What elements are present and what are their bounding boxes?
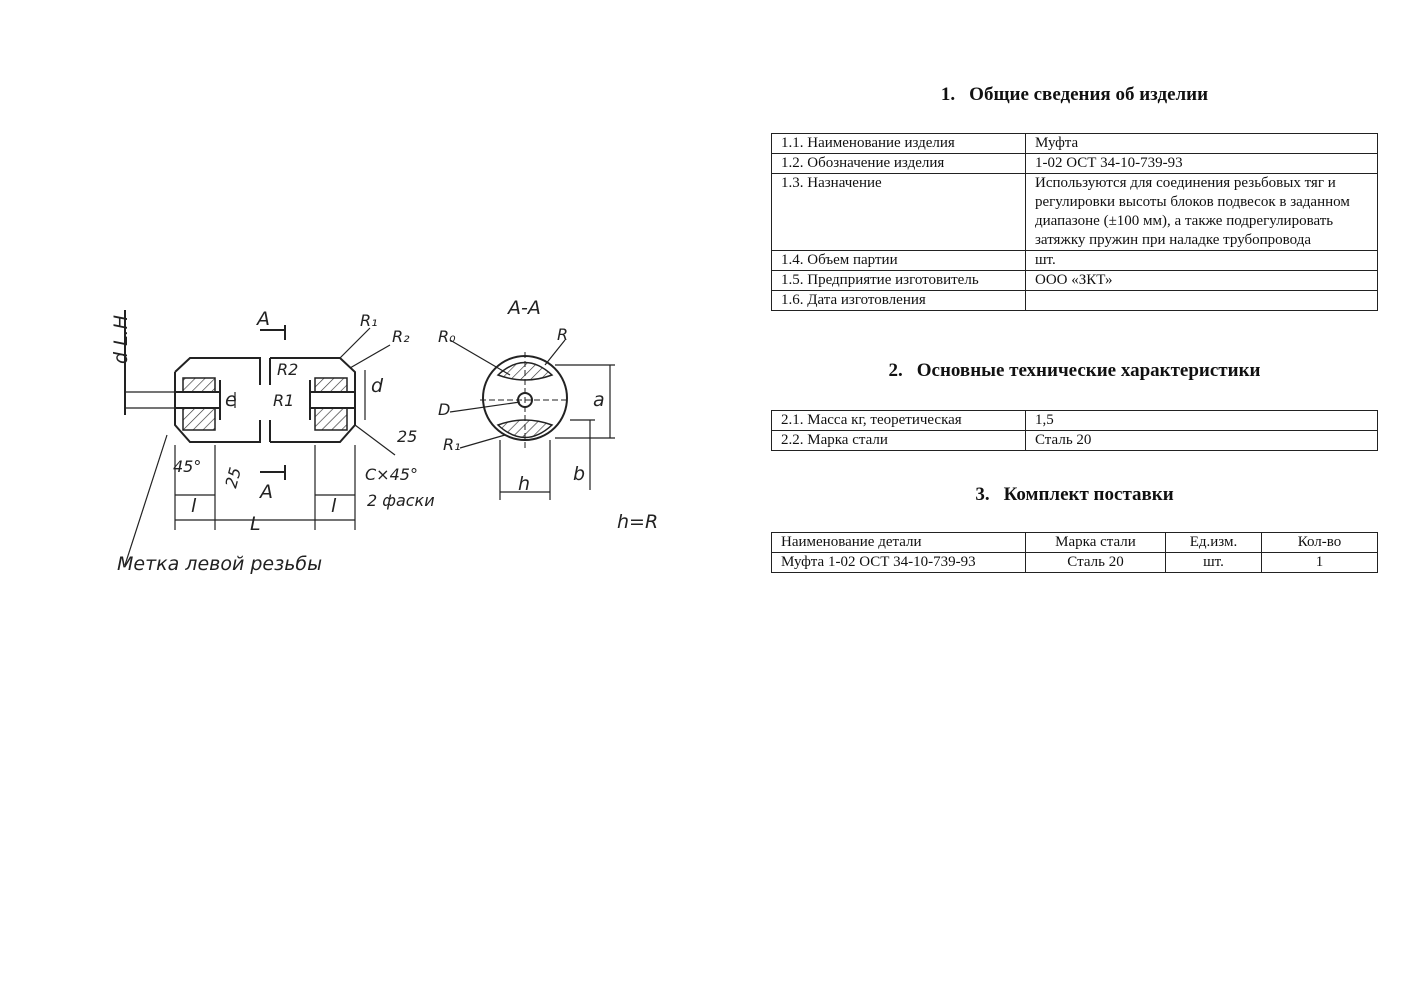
col-header-unit: Ед.изм. <box>1165 532 1262 553</box>
cell-steel-grade: Сталь 20 <box>1025 552 1166 573</box>
table-row: 1.4. Объем партии шт. <box>771 250 1378 271</box>
label-r2: R₂ <box>392 327 410 346</box>
row-label: 1.6. Дата изготовления <box>771 290 1026 311</box>
section3-title: 3. Комплект поставки <box>771 484 1378 506</box>
label-l-left: l <box>191 495 197 517</box>
label-e: e <box>225 389 237 411</box>
label-r1-inner: R1 <box>273 391 294 410</box>
section3-title-text: Комплект поставки <box>1003 484 1174 505</box>
table-row: 1.6. Дата изготовления <box>771 290 1378 311</box>
section3-number: 3. <box>975 484 990 505</box>
label-dim-25-right: 25 <box>397 427 417 446</box>
row-value: Используются для соединения резьбовых тя… <box>1025 173 1378 251</box>
table-header-row: Наименование детали Марка стали Ед.изм. … <box>771 532 1378 553</box>
section1-number: 1. <box>940 84 956 105</box>
section2-table: 2.1. Масса кг, теоретическая 1,5 2.2. Ма… <box>771 410 1378 451</box>
label-a: a <box>593 389 605 411</box>
row-value: 1,5 <box>1025 410 1378 431</box>
row-label: 1.3. Назначение <box>771 173 1026 251</box>
section2-title-text: Основные технические характеристики <box>916 360 1261 381</box>
col-header-quantity: Кол-во <box>1261 532 1378 553</box>
label-r0: R₀ <box>438 327 456 346</box>
table-row: 1.1. Наименование изделия Муфта <box>771 133 1378 154</box>
label-chamfer-count: 2 фаски <box>367 491 435 510</box>
section3-table: Наименование детали Марка стали Ед.изм. … <box>771 532 1378 573</box>
label-dim-25-left: 25 <box>221 465 245 490</box>
row-label: 1.4. Объем партии <box>771 250 1026 271</box>
label-b: b <box>573 463 585 485</box>
col-header-steel-grade: Марка стали <box>1025 532 1166 553</box>
row-value: шт. <box>1025 250 1378 271</box>
label-section-a-top: A <box>255 308 270 330</box>
label-angle-45: 45° <box>173 457 201 476</box>
section1-title: 1. Общие сведения об изделии <box>771 84 1378 106</box>
label-d: d <box>371 375 384 397</box>
row-label: 2.2. Марка стали <box>771 430 1026 451</box>
section1-title-text: Общие сведения об изделии <box>969 84 1209 105</box>
label-section-a-bottom: A <box>258 481 273 503</box>
technical-drawing: d L.H A A R₁ R₂ R2 R1 d e 45° 25 25 l l … <box>110 297 658 575</box>
table-row: Муфта 1-02 ОСТ 34-10-739-93 Сталь 20 шт.… <box>771 552 1378 573</box>
row-value: Муфта <box>1025 133 1378 154</box>
section2-title: 2. Основные технические характеристики <box>771 360 1378 382</box>
table-row: 1.2. Обозначение изделия 1-02 ОСТ 34-10-… <box>771 153 1378 174</box>
label-r2-inner: R2 <box>277 360 298 379</box>
label-r1-section: R₁ <box>443 435 461 454</box>
label-h: h <box>518 473 530 495</box>
table-row: 1.5. Предприятие изготовитель ООО «ЗКТ» <box>771 270 1378 291</box>
label-D: D <box>438 400 450 419</box>
label-L: L <box>250 513 261 535</box>
row-value: 1-02 ОСТ 34-10-739-93 <box>1025 153 1378 174</box>
label-h-eq-r: h=R <box>617 511 658 533</box>
row-value <box>1025 290 1378 311</box>
row-value: ООО «ЗКТ» <box>1025 270 1378 291</box>
cell-unit: шт. <box>1165 552 1262 573</box>
section2-number: 2. <box>888 360 903 381</box>
table-row: 2.1. Масса кг, теоретическая 1,5 <box>771 410 1378 431</box>
label-l-right: l <box>331 495 337 517</box>
section1-table: 1.1. Наименование изделия Муфта 1.2. Обо… <box>771 133 1378 311</box>
row-label: 1.1. Наименование изделия <box>771 133 1026 154</box>
label-chamfer: C×45° <box>365 465 418 484</box>
row-label: 1.5. Предприятие изготовитель <box>771 270 1026 291</box>
label-r: R <box>557 325 568 344</box>
label-r1-top: R₁ <box>360 311 378 330</box>
cell-part-name: Муфта 1-02 ОСТ 34-10-739-93 <box>771 552 1026 573</box>
label-d-lh: d L.H <box>110 315 132 364</box>
col-header-part-name: Наименование детали <box>771 532 1026 553</box>
table-row: 2.2. Марка стали Сталь 20 <box>771 430 1378 451</box>
label-left-thread-mark: Метка левой резьбы <box>117 553 322 575</box>
table-row: 1.3. Назначение Используются для соедине… <box>771 173 1378 251</box>
label-section-title: A-A <box>506 297 541 319</box>
cell-quantity: 1 <box>1261 552 1378 573</box>
row-value: Сталь 20 <box>1025 430 1378 451</box>
row-label: 2.1. Масса кг, теоретическая <box>771 410 1026 431</box>
row-label: 1.2. Обозначение изделия <box>771 153 1026 174</box>
